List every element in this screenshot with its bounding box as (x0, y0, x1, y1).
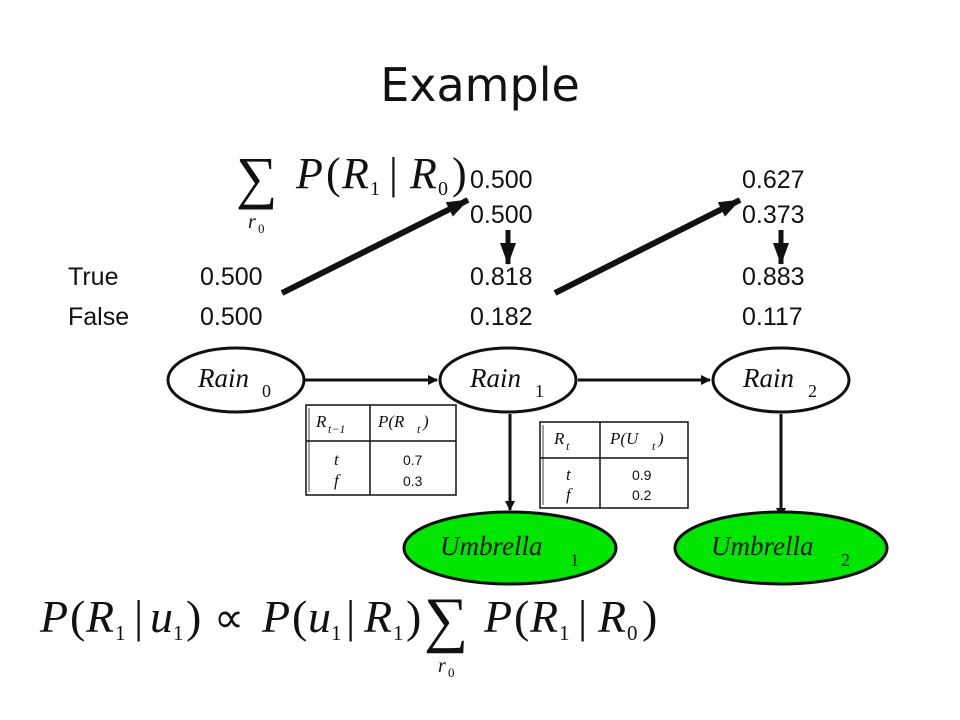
node-rain2: Rain 2 (711, 346, 851, 414)
stable-h-r: R (553, 429, 565, 448)
ttable-r2-cond: f (334, 471, 341, 490)
fb-prop: ∝ (214, 596, 244, 642)
ttable-r1-p: 0.7 (403, 452, 423, 468)
umbrella2-sub: 2 (841, 550, 850, 570)
fb-m-close: ) (406, 591, 421, 642)
sensor-table: R t P(U t ) t 0.9 f 0.2 (539, 421, 689, 509)
slide-title: Example (380, 58, 580, 112)
node-umbrella1: Umbrella 1 (402, 510, 618, 586)
rain2-sub: 2 (808, 381, 817, 401)
c0-true: 0.500 (200, 263, 263, 291)
false-label: False (68, 303, 129, 331)
true-label: True (68, 263, 118, 291)
ttable-h-p-sub: t (417, 422, 421, 436)
fb-r-close: ) (642, 591, 657, 642)
fb-lhs-R: R (85, 591, 114, 642)
node-umbrella2: Umbrella 2 (673, 510, 889, 586)
ft-close: ) (452, 149, 467, 198)
fb-lhs-u: u (150, 591, 173, 642)
fb-r-R1: R (529, 591, 558, 642)
ttable-h-r-sub: t−1 (328, 422, 345, 436)
formula-prediction: ∑ r 0 P ( R 1 | R 0 ) (236, 145, 467, 236)
fb-sum: ∑ (424, 586, 468, 654)
ttable-h-p-close: ) (422, 412, 429, 431)
ft-R1-sub: 1 (370, 178, 380, 200)
ttable-h-r: R (315, 412, 327, 431)
fb-lhs-open: ( (70, 591, 85, 642)
ft-sum-index: r (248, 211, 256, 233)
fb-lhs-bar: | (134, 591, 143, 642)
stable-h-p-sub: t (652, 439, 656, 453)
stable-h-p: P(U (609, 429, 640, 448)
stable-r1-cond: t (566, 465, 572, 484)
stable-r1-p: 0.9 (632, 467, 652, 483)
stable-r2-cond: f (566, 485, 573, 504)
fb-lhs-u-sub: 1 (173, 621, 184, 645)
ttable-r1-cond: t (334, 450, 340, 469)
rain0-label: Rain (197, 363, 249, 393)
c1-post-false: 0.182 (470, 303, 533, 331)
ft-sum-index-sub: 0 (258, 221, 265, 236)
stable-h-p-close: ) (657, 429, 664, 448)
fb-r-R0: R (597, 591, 626, 642)
fb-sum-index-sub: 0 (448, 665, 455, 680)
fb-lhs-close: ) (186, 591, 201, 642)
node-rain0: Rain 0 (166, 346, 306, 414)
fb-m-bar: | (346, 591, 355, 642)
fb-sum-index: r (438, 655, 446, 677)
fb-r-bar: | (578, 591, 587, 642)
stable-h-r-sub: t (566, 439, 570, 453)
ft-R0: R (409, 149, 437, 198)
umbrella2-label: Umbrella (711, 531, 814, 561)
fb-m-open: ( (292, 591, 307, 642)
c2-post-true: 0.883 (742, 263, 805, 291)
fb-m-R: R (363, 591, 392, 642)
rain0-sub: 0 (262, 381, 271, 401)
fb-m-u: u (308, 591, 331, 642)
c1-pred-false: 0.500 (470, 201, 533, 229)
umbrella1-sub: 1 (570, 550, 579, 570)
ttable-h-p: P(R (377, 412, 405, 431)
ft-bar: | (389, 149, 398, 198)
c0-false: 0.500 (200, 303, 263, 331)
formula-update: P ( R 1 | u 1 ) ∝ P ( u 1 | R 1 ) ∑ r 0 … (39, 586, 657, 680)
fb-r-R0-sub: 0 (627, 621, 638, 645)
c1-post-true: 0.818 (470, 263, 533, 291)
c2-pred-true: 0.627 (742, 166, 805, 194)
fb-lhs-P: P (39, 591, 68, 642)
umbrella1-label: Umbrella (440, 531, 543, 561)
ft-P: P (295, 149, 323, 198)
c2-pred-false: 0.373 (742, 201, 805, 229)
rain2-label: Rain (742, 363, 794, 393)
fb-m-u-sub: 1 (331, 621, 342, 645)
fb-m-R-sub: 1 (393, 621, 404, 645)
ft-sum: ∑ (236, 145, 277, 210)
c2-post-false: 0.117 (742, 303, 803, 331)
ft-R1: R (341, 149, 369, 198)
fb-lhs-R-sub: 1 (115, 621, 126, 645)
ft-R0-sub: 0 (438, 178, 448, 200)
fb-r-open: ( (514, 591, 529, 642)
ttable-r2-p: 0.3 (403, 473, 423, 489)
node-rain1: Rain 1 (438, 346, 578, 414)
predict-arrow-1-2 (553, 197, 742, 296)
transition-table: R t−1 P(R t ) t 0.7 f 0.3 (305, 404, 457, 496)
ft-open: ( (326, 149, 341, 198)
fb-m-P: P (261, 591, 290, 642)
fb-r-R1-sub: 1 (559, 621, 570, 645)
rain1-sub: 1 (535, 381, 544, 401)
fb-r-P: P (483, 591, 512, 642)
predict-arrow-0-1 (280, 197, 470, 296)
c1-pred-true: 0.500 (470, 166, 533, 194)
stable-r2-p: 0.2 (632, 487, 652, 503)
rain1-label: Rain (469, 363, 521, 393)
